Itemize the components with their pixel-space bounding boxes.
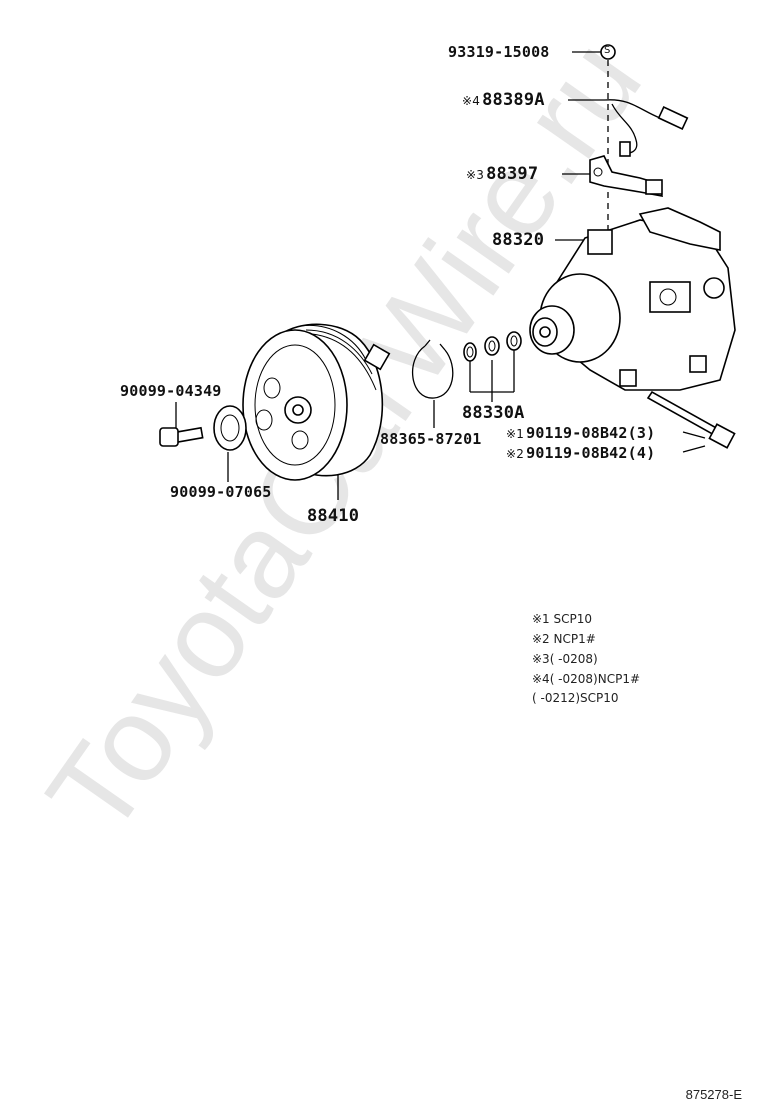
compressor-drawing [529,207,736,391]
figure-id: 875278-E [685,1087,742,1102]
long-bolt-drawing [646,390,736,449]
part-90119-08b42-4[interactable]: 90119-08B42(4) [526,444,656,462]
part-88410[interactable]: 88410 [307,506,360,526]
part-90099-04349[interactable]: 90099-04349 [120,382,222,400]
note-5: ( -0212)SCP10 [532,691,619,705]
note-3: ※3( -0208) [532,652,598,666]
note-2: ※2 NCP1# [532,632,596,646]
part-88330a[interactable]: 88330A [462,403,525,423]
part-88397[interactable]: 88397 [486,164,539,184]
part-88365-87201[interactable]: 88365-87201 [380,430,482,448]
s-circle-icon [600,44,616,60]
part-88320[interactable]: 88320 [492,230,545,250]
part-90119-08b42-3[interactable]: 90119-08B42(3) [526,424,656,442]
s-circle-label: S [604,45,611,56]
washer-drawing [213,405,247,451]
part-90099-07065[interactable]: 90099-07065 [170,483,272,501]
note-mark-4: ※4 [462,94,481,108]
shims-drawing [463,331,522,362]
bracket-drawing [589,155,663,197]
note-1: ※1 SCP10 [532,612,593,626]
note-mark-3: ※3 [466,168,485,182]
pulley-drawing [242,323,391,481]
part-93319-15008[interactable]: 93319-15008 [448,43,550,61]
part-88389a[interactable]: 88389A [482,90,545,110]
note-mark-1: ※1 [506,427,525,441]
leader-lines [175,51,706,500]
wire-harness-drawing [604,99,689,157]
note-4: ※4( -0208)NCP1# [532,672,641,686]
note-mark-2: ※2 [506,447,525,461]
snap-ring-drawing [411,339,454,399]
short-bolt-drawing [159,426,204,447]
